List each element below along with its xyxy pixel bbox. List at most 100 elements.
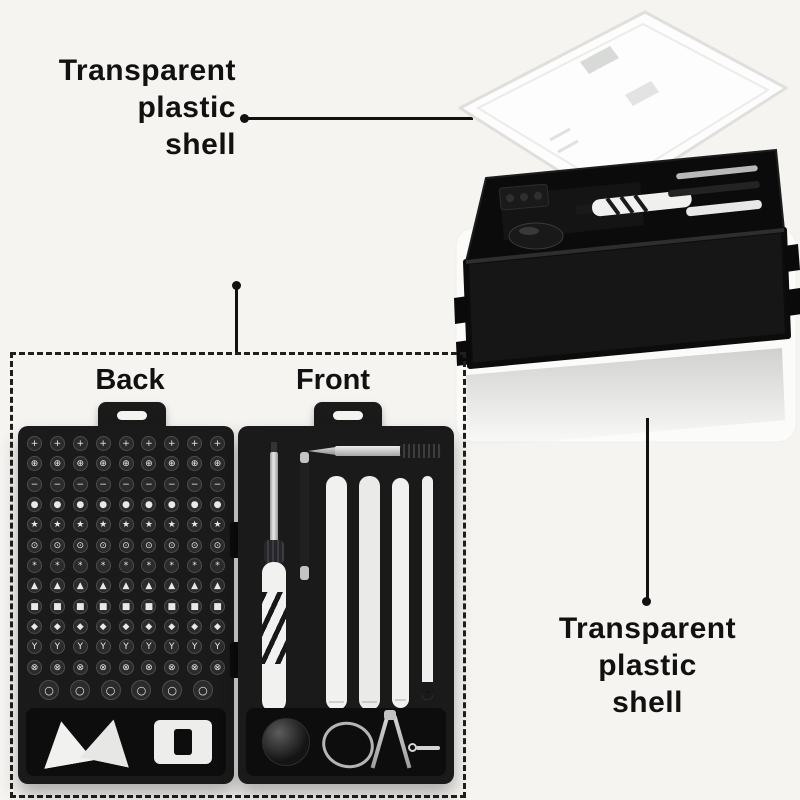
bit-slot: ★ [187,517,203,533]
bit-slot: * [49,557,65,573]
bit-slot: * [210,557,225,573]
bit-slot: ● [210,496,225,512]
bit-slot: ⊗ [27,659,42,675]
label-line: Transparent [558,612,737,645]
bit-slot: Y [49,639,65,655]
bit-slot: ▲ [95,578,111,594]
bit-slot: ■ [164,598,180,614]
bit-slot: − [141,476,157,492]
bit-slot: ■ [141,598,157,614]
holder-slot [174,729,192,755]
bit-slot: ★ [95,517,111,533]
bit-slot: ○ [162,679,183,700]
bit-slot: ⊕ [27,456,42,472]
bit-slot: ⊕ [118,456,134,472]
bit-slot: + [72,436,88,451]
callout-dot [642,597,651,606]
bit-row: ⊙⊙⊙⊙⊙⊙⊙⊙⊙ [27,537,225,553]
bit-slot: − [118,476,134,492]
bit-slot: ● [164,496,180,512]
bit-slot: ★ [118,517,134,533]
bit-slot: ▲ [164,578,180,594]
bit-slot: ⊙ [95,537,111,553]
label-line: Transparent [58,54,236,87]
bit-slot: ⊙ [118,537,134,553]
side-clip [454,296,469,324]
bit-slot: ⊕ [141,456,157,472]
bit-slot: ■ [27,598,42,614]
knife-grip [400,444,442,458]
bit-block-in-box [498,183,550,211]
spudger [392,478,409,708]
bit-slot: + [49,436,65,451]
toolbox-lid [458,10,788,204]
spudger [359,476,380,710]
bits-grid: +++++++++⊕⊕⊕⊕⊕⊕⊕⊕⊕−−−−−−−−−●●●●●●●●●★★★★… [27,436,225,700]
bit-slot: ● [27,496,42,512]
bit-slot: + [210,436,225,451]
label-line: shell [612,686,683,719]
bit-slot: + [141,436,157,451]
bit-slot: ◆ [27,618,42,634]
bit-slot: ○ [192,679,213,700]
bit-slot: + [27,436,42,451]
knife-shaft [335,446,401,456]
suction-cup-in-box [508,222,564,250]
driver-shaft [270,452,278,542]
spudger-in-box [686,200,762,217]
bit-slot: ◆ [141,618,157,634]
bit-slot: − [49,476,65,492]
eject-pin-head [408,743,417,752]
bit-slot: Y [141,639,157,655]
bit-slot: ▲ [210,578,225,594]
bit-slot: ○ [39,679,59,700]
bit-slot: * [187,557,203,573]
accessory-tray [26,708,226,776]
detail-view-frame [10,352,466,798]
hang-tab [314,402,382,430]
bit-slot: ● [95,496,111,512]
bit-slot: ▲ [187,578,203,594]
bit-slot: ⊗ [118,659,134,675]
label-line: plastic [137,91,236,124]
bit-slot: Y [118,639,134,655]
bit-slot: ⊙ [27,537,42,553]
bit-slot: ⊕ [49,456,65,472]
bit-slot: * [27,557,42,573]
bit-slot: * [141,557,157,573]
bit-slot: ◆ [95,618,111,634]
bit-slot: ■ [72,598,88,614]
bottom-shell-label: Transparent plastic shell [540,610,755,721]
bit-slot: ■ [118,598,134,614]
screwdriver-in-box [575,190,692,217]
bit-slot: ◆ [164,618,180,634]
bit-slot: ● [187,496,203,512]
bit-holder-clip [154,720,212,764]
tweezers-joint [384,710,396,720]
side-clip [784,244,800,272]
front-label: Front [295,364,371,396]
bit-slot: ⊕ [72,456,88,472]
bit-slot: ◆ [210,618,225,634]
callout-line [235,289,238,352]
precision-knife [308,444,442,458]
bit-slot: ★ [164,517,180,533]
bit-slot: Y [210,639,225,655]
side-clip [786,288,800,316]
bit-slot: + [187,436,203,451]
bit-slot: ▲ [49,578,65,594]
bit-slot: Y [164,639,180,655]
bit-slot: ★ [72,517,88,533]
spudger [422,476,433,700]
bit-slot: ⊙ [72,537,88,553]
flex-shaft-in-box [668,181,760,198]
lid-arrow-mark [549,127,579,154]
bit-slot: ○ [100,679,121,700]
bit-slot: − [164,476,180,492]
hang-hole [117,411,147,420]
extension-rod [300,452,309,580]
hang-hole [333,411,363,420]
bit-slot: ⊗ [187,659,203,675]
bit-slot: ⊕ [187,456,203,472]
bit-slot: ● [141,496,157,512]
